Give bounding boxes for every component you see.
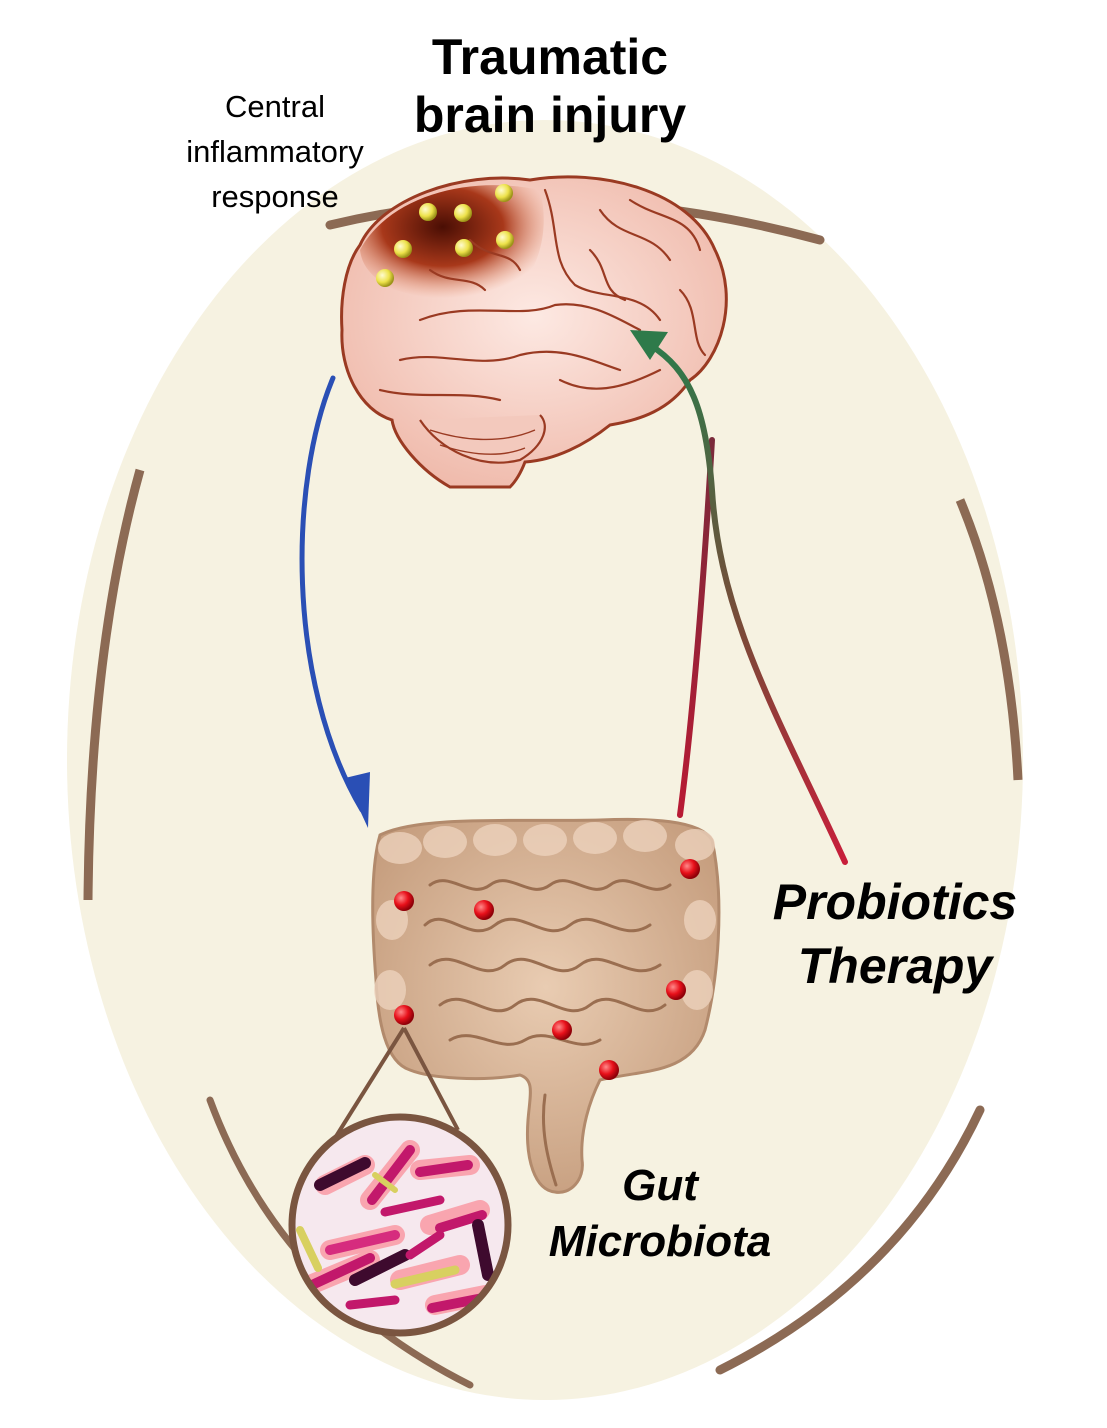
inflammation-dot — [496, 231, 514, 249]
microbe-dot — [394, 1005, 414, 1025]
microbe-dot — [599, 1060, 619, 1080]
inflammation-dot — [419, 203, 437, 221]
title-line-2: brain injury — [380, 86, 720, 144]
inflammation-dot — [495, 184, 513, 202]
inflammation-dot — [394, 240, 412, 258]
diagram-title: Traumatic brain injury — [380, 28, 720, 144]
central-label-line-3: response — [160, 174, 390, 219]
gut-microbiota-label: Gut Microbiota — [520, 1158, 800, 1270]
microbe-dot — [552, 1020, 572, 1040]
inflammation-dot — [454, 204, 472, 222]
central-inflammatory-label: Central inflammatory response — [160, 84, 390, 219]
bacteria-magnifier — [292, 1117, 508, 1333]
title-line-1: Traumatic — [380, 28, 720, 86]
gut-label-line-1: Gut — [520, 1158, 800, 1214]
microbe-dot — [474, 900, 494, 920]
therapy-label-line-2: Therapy — [735, 934, 1055, 998]
microbe-dot — [680, 859, 700, 879]
probiotics-therapy-label: Probiotics Therapy — [735, 870, 1055, 998]
inflammation-dot — [455, 239, 473, 257]
microbe-dot — [394, 891, 414, 911]
therapy-label-line-1: Probiotics — [735, 870, 1055, 934]
inflammation-dot — [376, 269, 394, 287]
gut-label-line-2: Microbiota — [520, 1214, 800, 1270]
microbe-dot — [666, 980, 686, 1000]
central-label-line-1: Central — [160, 84, 390, 129]
central-label-line-2: inflammatory — [160, 129, 390, 174]
